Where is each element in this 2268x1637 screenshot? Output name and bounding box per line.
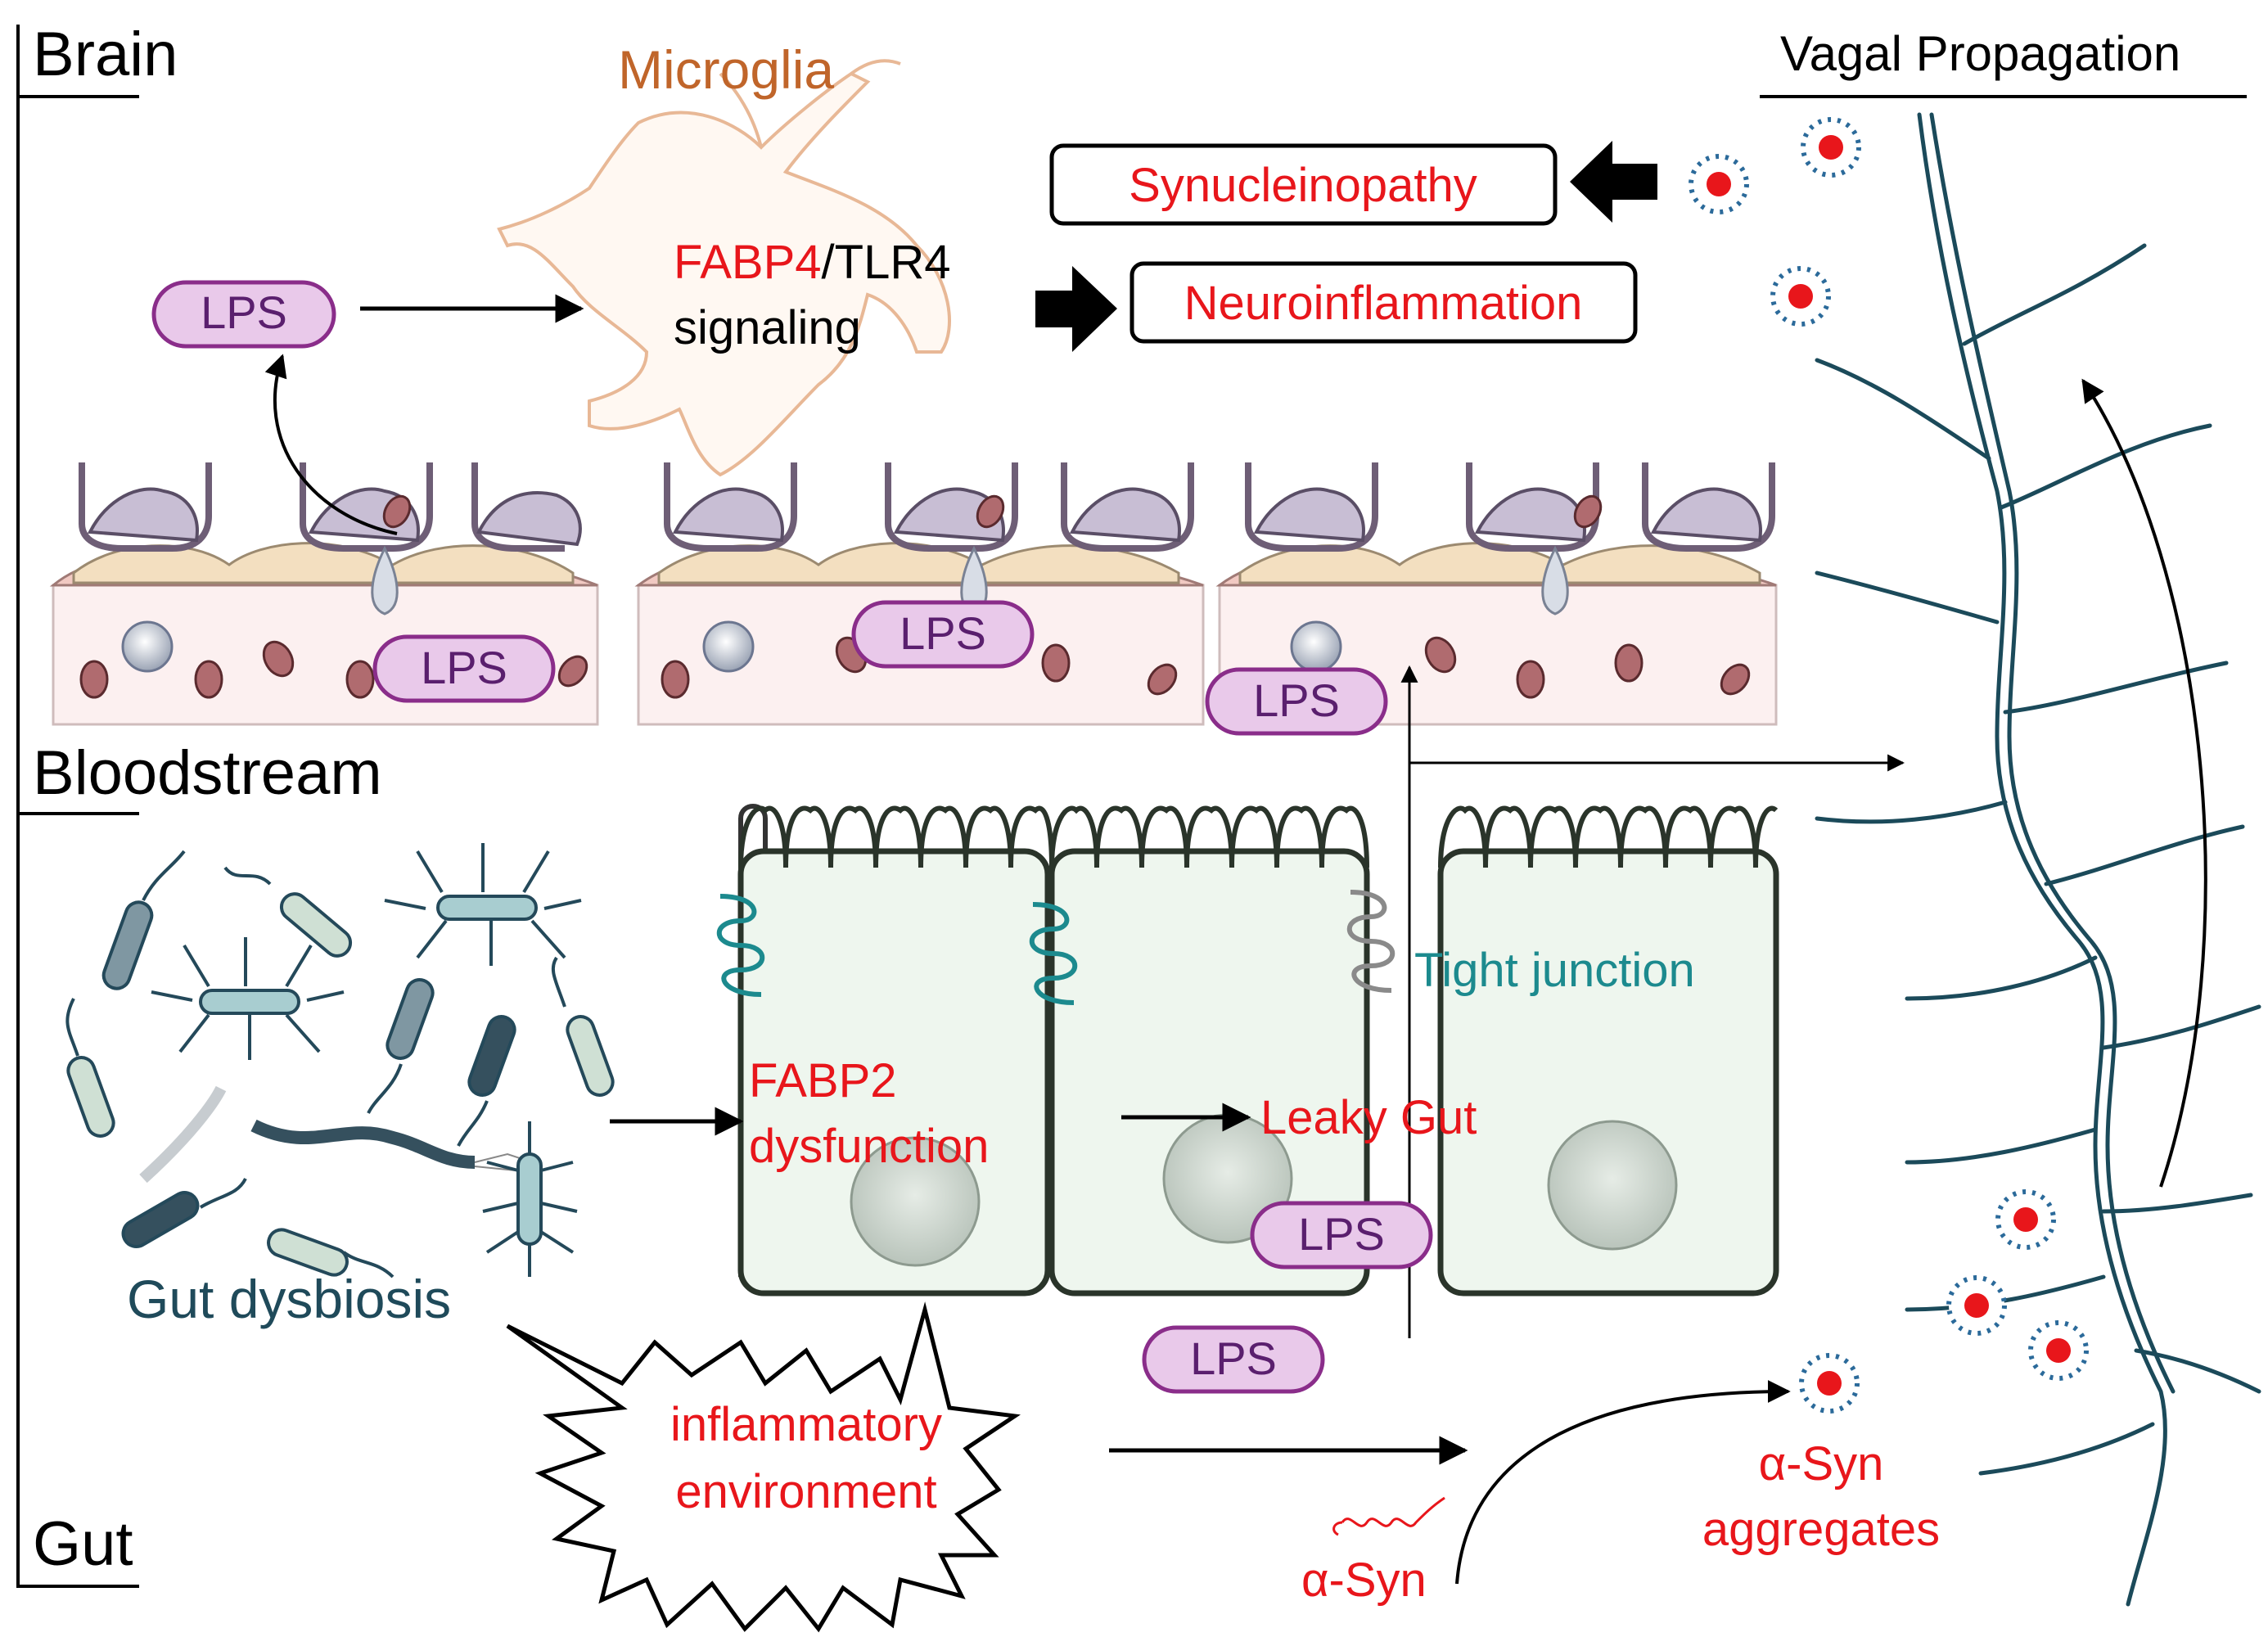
- lps-pill-brain: LPS: [151, 280, 336, 349]
- fabp2-label: FABP2: [749, 1054, 897, 1107]
- signaling-label: signaling: [674, 301, 861, 354]
- svg-text:LPS: LPS: [1190, 1333, 1277, 1384]
- tight-junction-2: [1029, 902, 1078, 1005]
- svg-text:LPS: LPS: [421, 642, 507, 693]
- synucleinopathy-box: Synucleinopathy: [1049, 143, 1558, 226]
- environment-label: environment: [675, 1465, 936, 1518]
- vagal-propagation-arrow: [2081, 378, 2207, 1188]
- dysfunction-label: dysfunction: [749, 1120, 989, 1173]
- asyn-aggregate-7: [1799, 1353, 1860, 1414]
- tight-junction-label: Tight junction: [1414, 944, 1695, 997]
- gut-dysbiosis-label: Gut dysbiosis: [127, 1269, 451, 1329]
- asyn-aggregates-label-line1: α-Syn: [1759, 1437, 1884, 1490]
- asyn-label: α-Syn: [1301, 1554, 1427, 1607]
- asyn-aggregate-4: [1995, 1189, 2056, 1250]
- tight-junction-1: [716, 894, 765, 997]
- asyn-aggregate-1: [1801, 117, 1861, 178]
- neuroinflammation-box: Neuroinflammation: [1129, 261, 1638, 344]
- asyn-aggregate-3: [1770, 266, 1831, 327]
- svg-text:LPS: LPS: [201, 286, 287, 338]
- svg-text:LPS: LPS: [1298, 1208, 1385, 1260]
- fabp4-text: FABP4: [674, 236, 822, 289]
- svg-text:Neuroinflammation: Neuroinflammation: [1184, 277, 1583, 330]
- region-label-bloodstream: Bloodstream: [33, 738, 382, 808]
- region-axis: [16, 25, 2247, 1588]
- asyn-aggregate-6: [2028, 1320, 2089, 1381]
- gut-bacteria-cluster: [65, 843, 615, 1278]
- inflammatory-starburst: [506, 1301, 1021, 1633]
- vagus-nerve: [1815, 112, 2261, 1607]
- lps-pill-blood-2: LPS: [851, 600, 1035, 669]
- svg-text:Synucleinopathy: Synucleinopathy: [1129, 159, 1477, 212]
- tlr4-text: /TLR4: [822, 236, 951, 289]
- microglia-cell: [497, 59, 951, 477]
- bbb-panel-2: [634, 462, 1205, 726]
- asyn-aggregation-arrow: [1455, 1380, 1791, 1585]
- epithelial-cell-3: [1437, 848, 1779, 1297]
- leaky-gut-label: Leaky Gut: [1260, 1091, 1477, 1144]
- lps-pill-gut-1: LPS: [1250, 1201, 1433, 1269]
- lps-pill-blood-1: LPS: [372, 634, 556, 703]
- lps-crossing-arrow: [264, 354, 398, 535]
- svg-text:LPS: LPS: [1253, 674, 1340, 726]
- region-label-vagal: Vagal Propagation: [1780, 26, 2180, 81]
- microglia-label: Microglia: [618, 39, 834, 100]
- lps-pill-blood-3: LPS: [1205, 667, 1388, 736]
- asyn-aggregates-label-line2: aggregates: [1702, 1503, 1940, 1556]
- lps-pill-gut-2: LPS: [1142, 1325, 1325, 1394]
- svg-text:LPS: LPS: [900, 607, 986, 659]
- fabp4-tlr4-label: FABP4/TLR4: [674, 236, 951, 289]
- asyn-monomer: [1332, 1496, 1445, 1536]
- region-label-gut: Gut: [33, 1509, 133, 1579]
- block-arrow-synucleinopathy: [1570, 141, 1657, 223]
- nucleus-1: [850, 1136, 981, 1267]
- region-label-brain: Brain: [33, 20, 178, 89]
- asyn-aggregate-2: [1689, 154, 1749, 214]
- inflammatory-label: inflammatory: [670, 1398, 942, 1451]
- nucleus-3: [1547, 1120, 1678, 1251]
- gut-epithelium: [737, 804, 1779, 1297]
- tight-junction-3: [1346, 890, 1396, 993]
- asyn-aggregate-5: [1946, 1275, 2007, 1336]
- block-arrow-neuroinflammation: [1035, 266, 1117, 352]
